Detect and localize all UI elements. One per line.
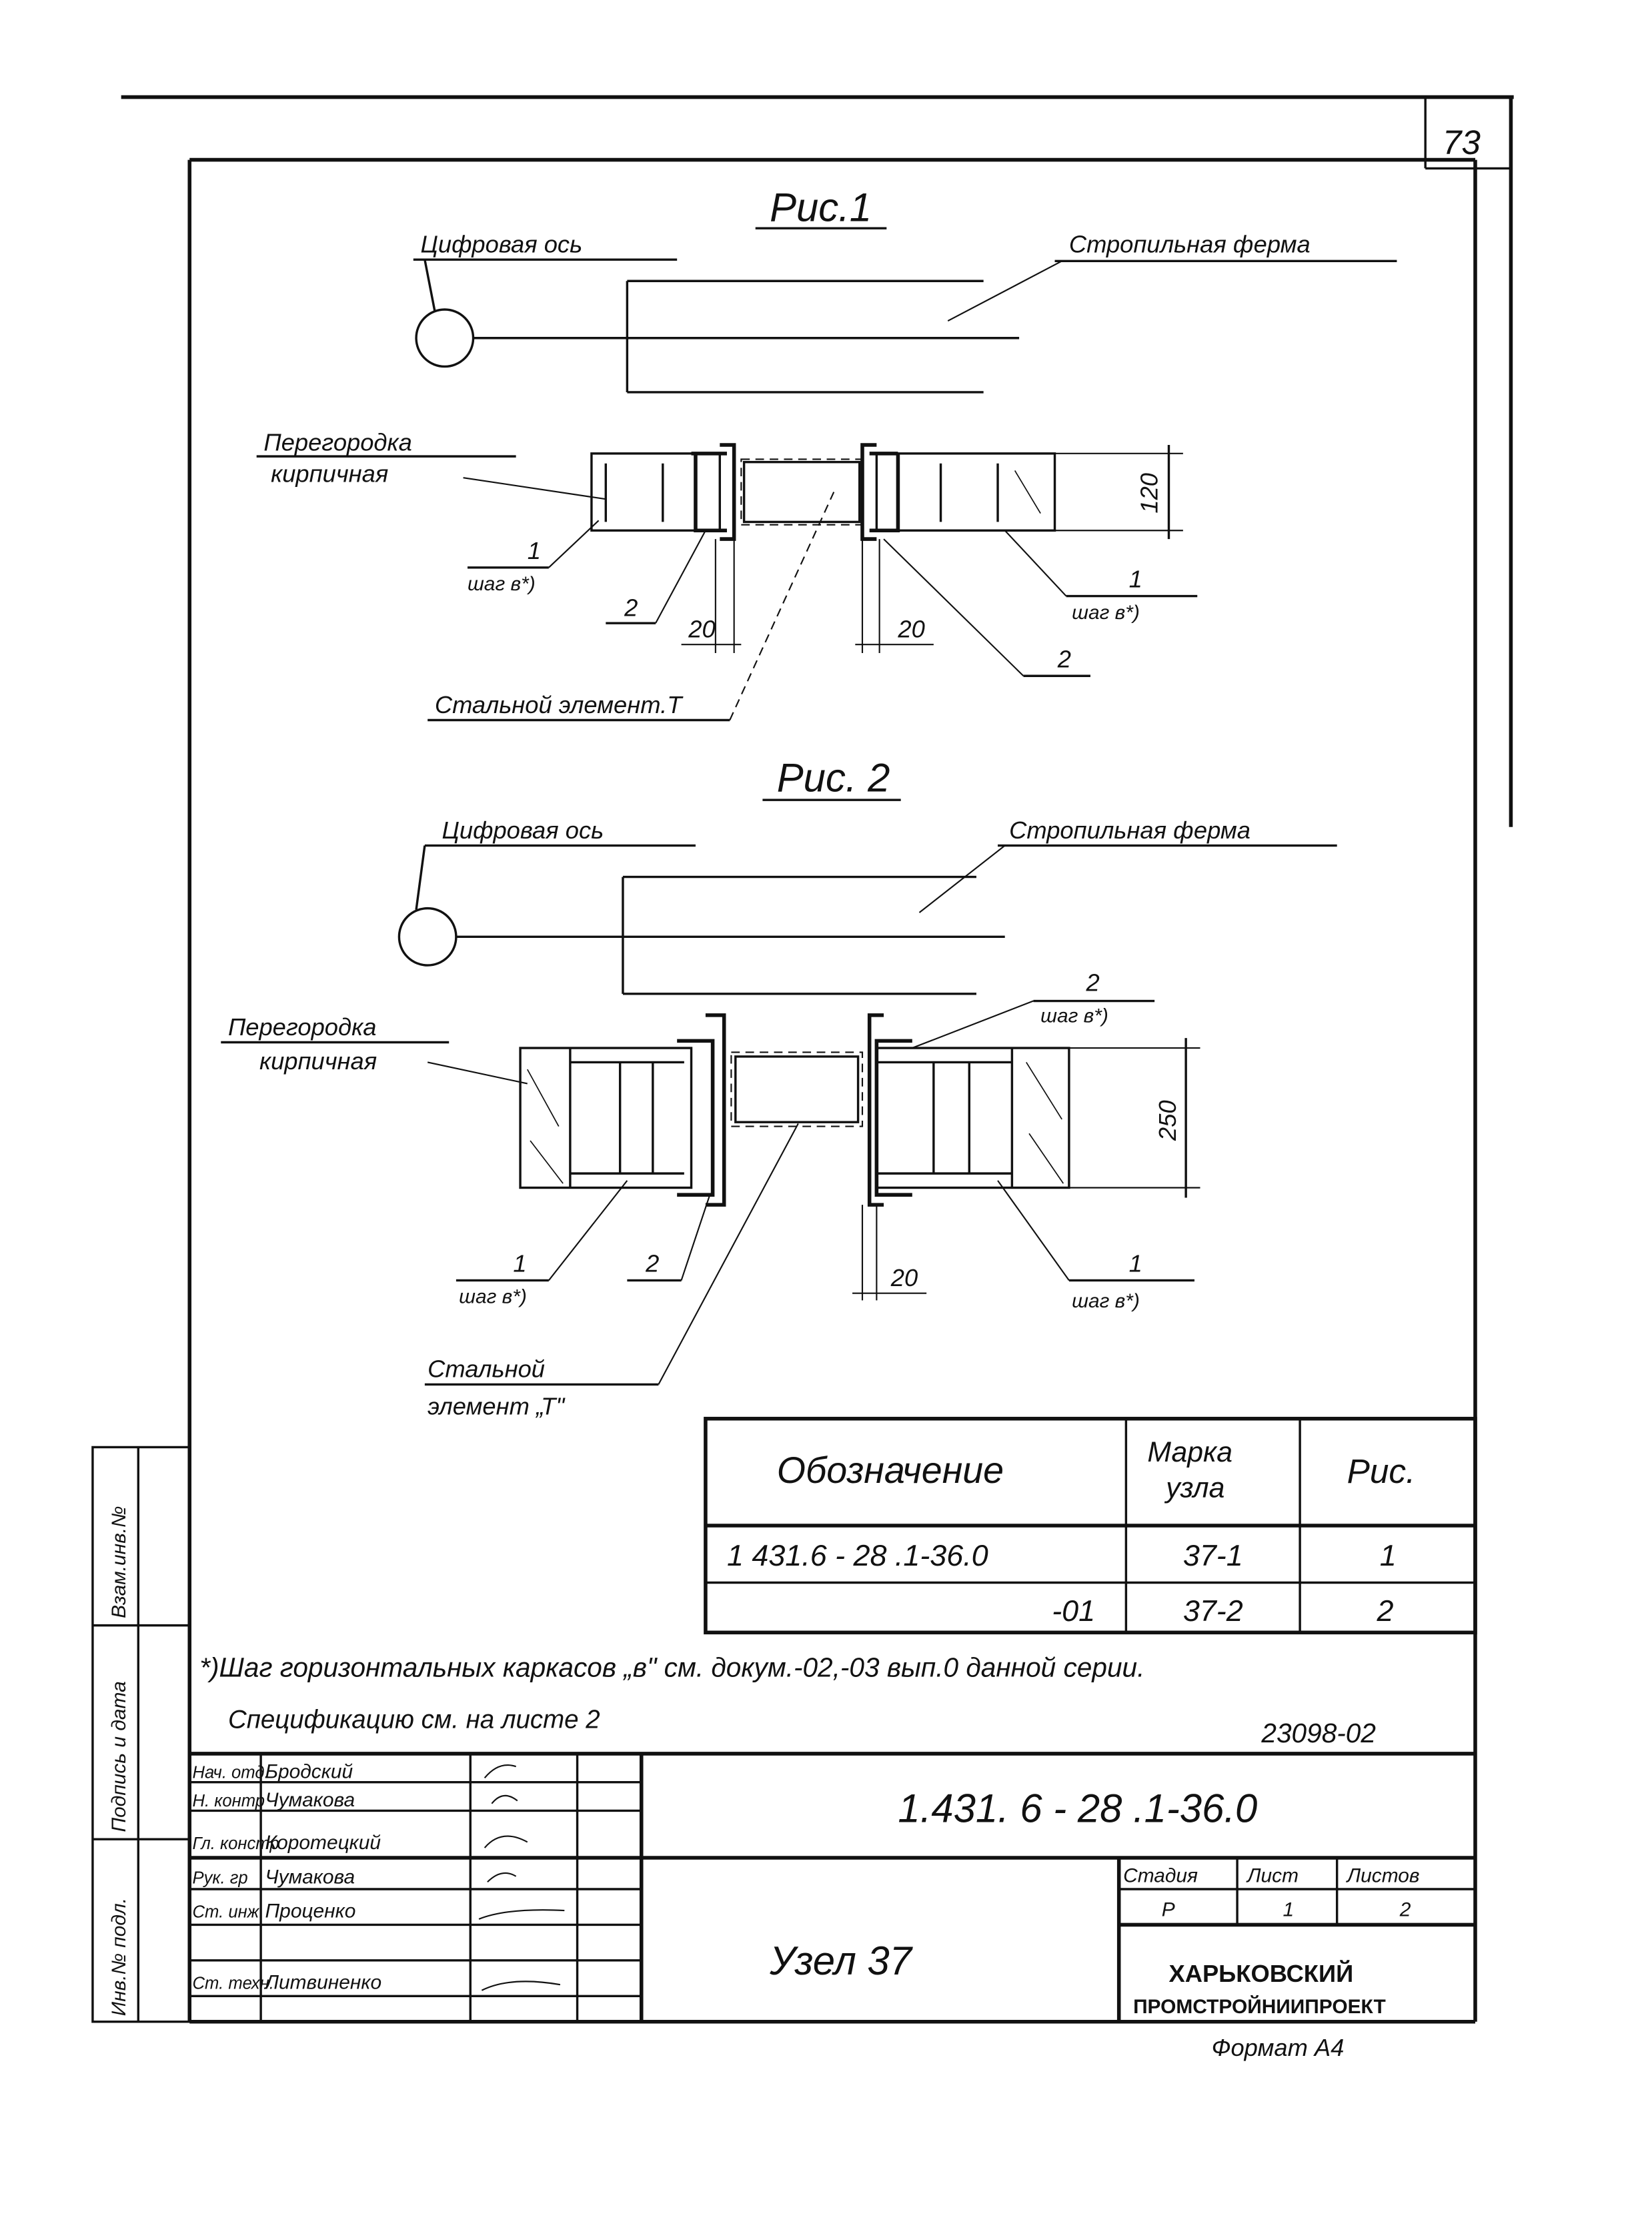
archive-number: 23098-02 [1261,1718,1376,1748]
fig1-callout-right-1-step: шаг в*) [1072,602,1140,624]
sheet-header: Лист [1246,1864,1299,1886]
fig1-axis-marker [415,308,475,368]
signature-role: Гл. констр [193,1834,279,1853]
fig1-callout-left-2: 2 [624,594,638,621]
side-stamp: Инв.№ подл. Подпись и дата Взам.инв.№ [91,1446,191,2023]
signature-role: Нач. отд. [193,1763,269,1782]
fig2-dim-height: 250 [1154,1100,1181,1141]
signature-name: Проценко [265,1900,356,1922]
fig2-callout-left-1-step: шаг в*) [459,1286,527,1308]
fig2-callout-top-2: 2 [1086,969,1100,997]
fig1-callout-left-1: 1 [528,537,541,564]
fig1-axis-label: Цифровая ось [420,231,582,258]
figure-1: Рис.1 Цифровая ось Стропильная ферма Пер… [256,185,1397,722]
fig1-callout-left-1-step: шаг в*) [468,573,536,595]
fig2-callout-right-1: 1 [1129,1250,1142,1277]
node-table: Обозначение Марка узла Рис. 1 431.6 - 28… [704,1416,1477,1635]
table-header-mark-2: узла [1164,1472,1224,1504]
side-stamp-replaced-inv: Взам.инв.№ [108,1506,130,1618]
signature-row: Ст. инж. Проценко [193,1900,356,1922]
signature-name: Литвиненко [264,1972,382,1994]
table-row: -01 37-2 2 [1052,1594,1393,1628]
fig1-dim-gap-left: 20 [688,616,715,643]
handwritten-signatures [478,1764,565,1991]
fig2-callout-left-2: 2 [645,1250,659,1277]
table-row: 1 431.6 - 28 .1-36.0 37-1 1 [727,1538,1397,1572]
organization-line-1: ХАРЬКОВСКИЙ [1168,1959,1353,1987]
table-cell-designation: -01 [1052,1594,1095,1628]
signature-name: Бродский [265,1760,353,1782]
fig1-partition-label-2: кирпичная [271,460,388,488]
document-designation: 1.431. 6 - 28 .1-36.0 [898,1786,1257,1831]
fig2-dim-gap: 20 [890,1264,918,1291]
fig1-callout-right-2: 2 [1057,645,1071,672]
sheet-frame [121,95,1514,2024]
figure-2: Рис. 2 Цифровая ось Стропильная ферма 2 … [221,755,1337,1420]
fig1-steel-label: Стальной элемент.Т [435,691,684,718]
signature-name: Чумакова [265,1866,355,1888]
signature-role: Рук. гр [193,1868,248,1887]
signature-row: Ст. техн. Литвиненко [193,1972,382,1994]
fig2-partition-label-1: Перегородка [228,1013,377,1041]
table-cell-mark: 37-1 [1183,1538,1243,1572]
table-cell-mark: 37-2 [1183,1594,1243,1628]
side-stamp-original-inv: Инв.№ подл. [108,1898,130,2016]
stage-value: Р [1162,1899,1175,1921]
fig1-truss-label: Стропильная ферма [1069,231,1311,258]
fig1-dim-gap-right: 20 [897,616,924,643]
table-cell-fig: 2 [1377,1594,1394,1628]
signature-name: Чумакова [265,1789,355,1811]
stage-header: Стадия [1123,1864,1198,1886]
fig1-title: Рис.1 [770,185,872,229]
drawing-title: Узел 37 [769,1938,914,1983]
fig1-callout-right-1: 1 [1129,566,1142,593]
footnote-line-1: *)Шаг горизонтальных каркасов „в" см. до… [199,1652,1144,1683]
signature-row: Нач. отд. Бродский [193,1760,353,1782]
signature-row: Рук. гр Чумакова [193,1866,355,1888]
fig2-steel-label-2: элемент „Т" [428,1392,566,1420]
table-header-fig: Рис. [1347,1452,1416,1490]
fig2-callout-right-1-step: шаг в*) [1072,1290,1140,1312]
page-number: 73 [1443,123,1481,161]
fig2-partition-label-2: кирпичная [259,1047,377,1075]
table-cell-designation: 1 431.6 - 28 .1-36.0 [727,1538,988,1572]
title-block: Нач. отд. Бродский Н. контр Чумакова Гл.… [189,1752,1475,2022]
fig2-axis-label: Цифровая ось [442,816,604,844]
signature-role: Ст. техн. [193,1975,274,1993]
fig2-axis-marker [397,907,458,967]
footnote-line-2: Спецификацию см. на листе 2 [228,1705,600,1734]
signature-row: Н. контр Чумакова [193,1789,355,1811]
fig1-partition-label-1: Перегородка [263,429,412,456]
signature-row: Гл. констр Коротецкий [193,1832,381,1854]
signature-role: Н. контр [193,1792,265,1810]
fig2-callout-top-2-step: шаг в*) [1040,1005,1108,1027]
table-header-designation: Обозначение [777,1450,1004,1491]
table-cell-fig: 1 [1380,1538,1397,1572]
table-header-mark-1: Марка [1147,1436,1232,1468]
fig2-title: Рис. 2 [777,755,890,800]
fig2-truss-label: Стропильная ферма [1009,816,1251,844]
organization-line-2: ПРОМСТРОЙНИИПРОЕКТ [1133,1995,1386,2018]
sheets-header: Листов [1346,1864,1420,1886]
sheet-format: Формат А4 [1212,2034,1345,2061]
sheet-value: 1 [1283,1899,1294,1921]
signature-name: Коротецкий [265,1832,381,1854]
fig2-callout-left-1: 1 [513,1250,526,1277]
fig1-dim-height: 120 [1135,473,1162,514]
fig2-steel-label-1: Стальной [428,1355,545,1383]
sheets-value: 2 [1399,1899,1411,1921]
side-stamp-signature-date: Подпись и дата [108,1681,130,1832]
signature-role: Ст. инж. [193,1903,264,1922]
